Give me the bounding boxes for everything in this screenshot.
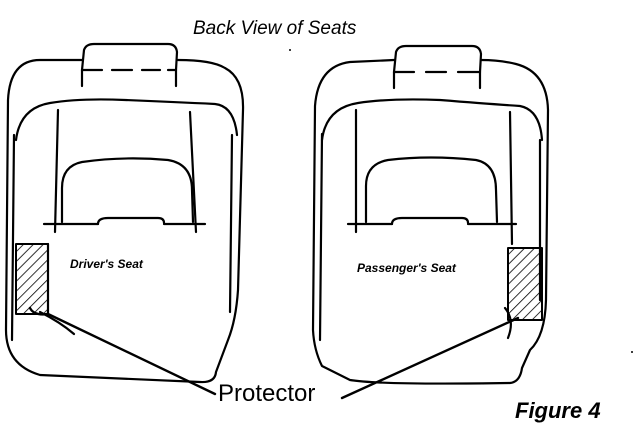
passenger-protector xyxy=(507,247,543,321)
passenger-headrest xyxy=(392,44,483,74)
driver-protector xyxy=(15,243,49,315)
driver-headrest xyxy=(80,42,179,72)
passenger-seat xyxy=(311,44,550,385)
driver-seat-label: Driver's Seat xyxy=(70,257,143,271)
driver-seat xyxy=(4,42,245,384)
figure-number: Figure 4 xyxy=(515,398,601,423)
driver-seat-outline xyxy=(4,58,245,384)
diagram-title: Back View of Seats xyxy=(193,18,357,39)
passenger-seat-outline xyxy=(311,58,550,385)
passenger-leader-line xyxy=(340,316,520,400)
driver-leader-line xyxy=(28,306,217,396)
passenger-seat-label: Passenger's Seat xyxy=(357,261,456,275)
protector-label: Protector xyxy=(218,380,316,407)
